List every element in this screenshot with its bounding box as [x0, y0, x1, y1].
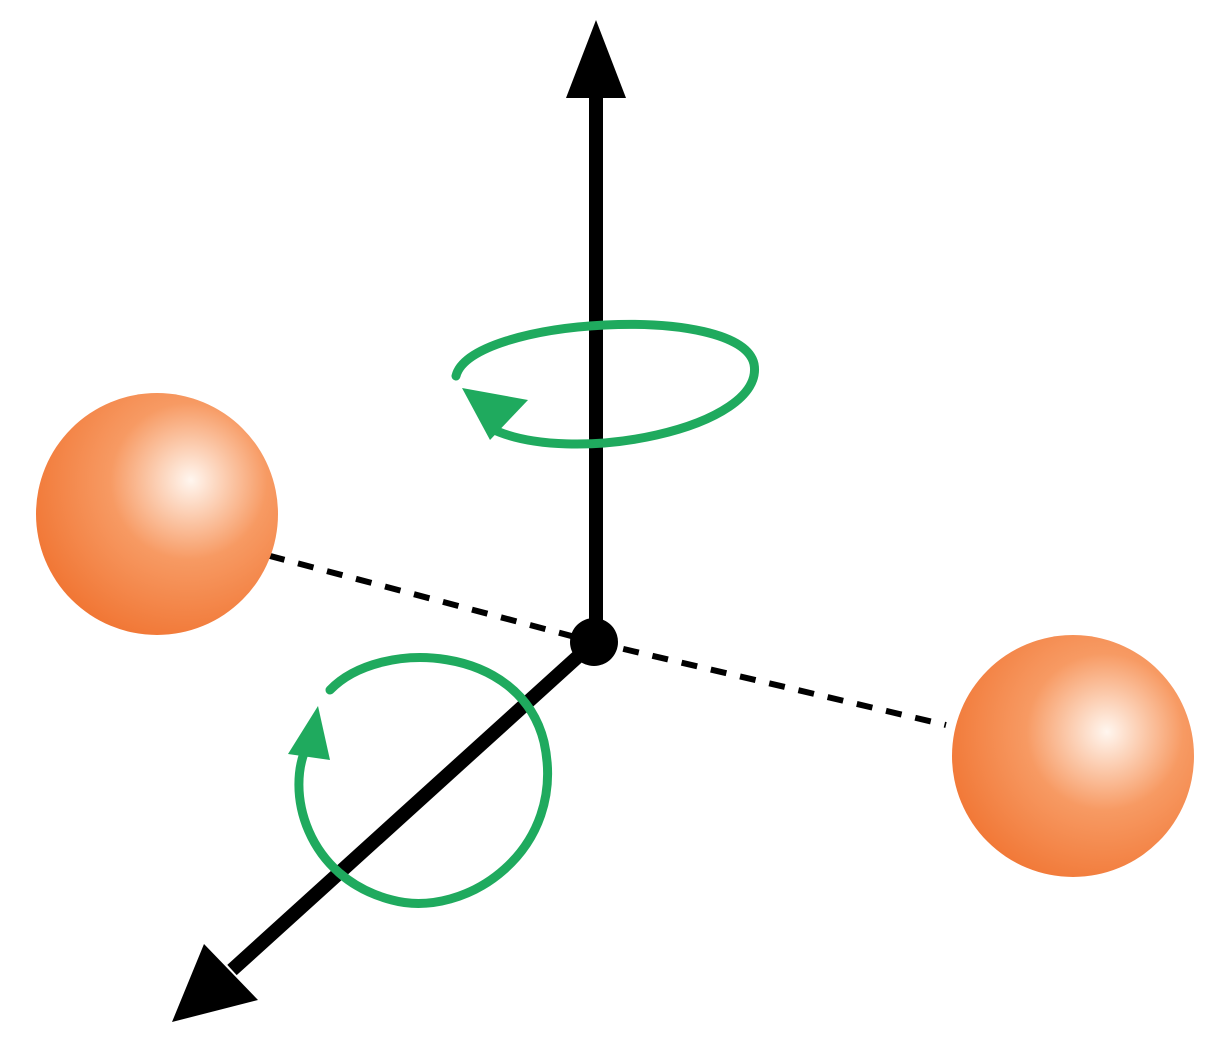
bond-line-right: [593, 639, 947, 728]
vertical-rotation-arrowhead: [462, 388, 528, 440]
vertical-axis: [566, 20, 626, 642]
bond-line-left: [239, 545, 595, 645]
vertical-axis-arrowhead: [566, 20, 626, 98]
diagonal-rotation-arrow: [288, 653, 553, 908]
atom-left: [36, 393, 278, 635]
center-of-mass-dot: [570, 618, 618, 666]
diagonal-rotation-arrowhead: [288, 706, 330, 760]
diagonal-axis-arrowhead: [172, 944, 258, 1022]
vertical-rotation-arrow: [451, 319, 759, 449]
diagonal-axis: [172, 636, 599, 1022]
atom-right: [952, 635, 1194, 877]
